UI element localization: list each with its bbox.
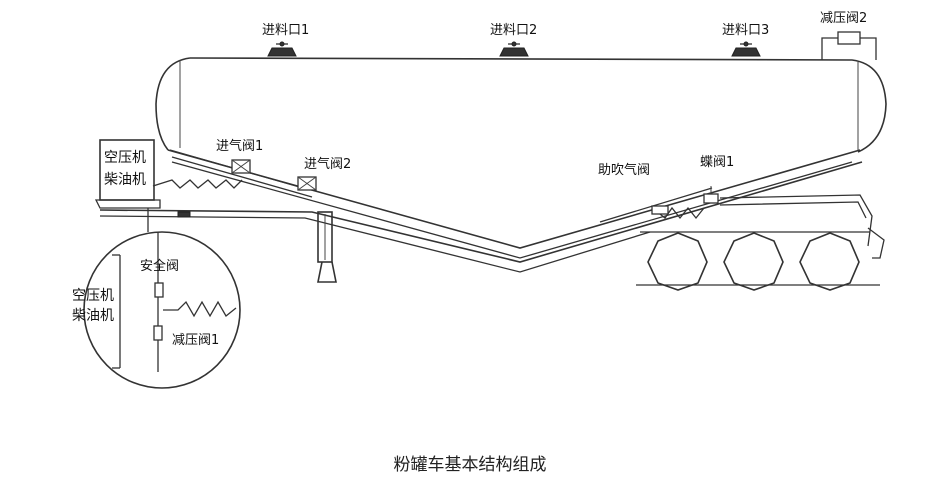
butterfly-valve1-symbol (703, 186, 719, 204)
relief-valve2-symbol (821, 31, 877, 60)
air-valve2-label: 进气阀2 (304, 156, 351, 172)
detail-circle (83, 231, 241, 389)
diesel-top-label: 柴油机 (104, 172, 146, 188)
air-valve2-symbol (297, 176, 317, 191)
air-valve1-symbol (231, 159, 251, 174)
compressor-detail-label: 空压机 (72, 288, 114, 304)
compressor-box (94, 139, 161, 232)
inlet2-hatch (499, 41, 529, 57)
inlet1-hatch (267, 41, 297, 57)
inlet1-label: 进料口1 (262, 23, 309, 38)
assist-valve-label: 助吹气阀 (598, 162, 650, 178)
diesel-detail-label: 柴油机 (72, 308, 114, 324)
tank-body (155, 57, 887, 153)
assist-valve-symbol (651, 205, 669, 215)
safety-valve-label: 安全阀 (140, 258, 179, 274)
inlet3-label: 进料口3 (722, 23, 769, 38)
tank-cone-bottom (99, 149, 863, 273)
butterfly-valve1-label: 蝶阀1 (700, 155, 734, 170)
diagram-caption: 粉罐车基本结构组成 (394, 455, 547, 475)
support-leg (177, 211, 337, 283)
relief-valve2-label: 减压阀2 (820, 11, 867, 26)
air-valve1-label: 进气阀1 (216, 138, 263, 154)
inlet2-label: 进料口2 (490, 23, 537, 38)
compressor-top-label: 空压机 (104, 150, 146, 166)
relief-valve1-label: 减压阀1 (172, 333, 219, 348)
inlet3-hatch (731, 41, 761, 57)
rear-axle-wheels (636, 227, 885, 291)
